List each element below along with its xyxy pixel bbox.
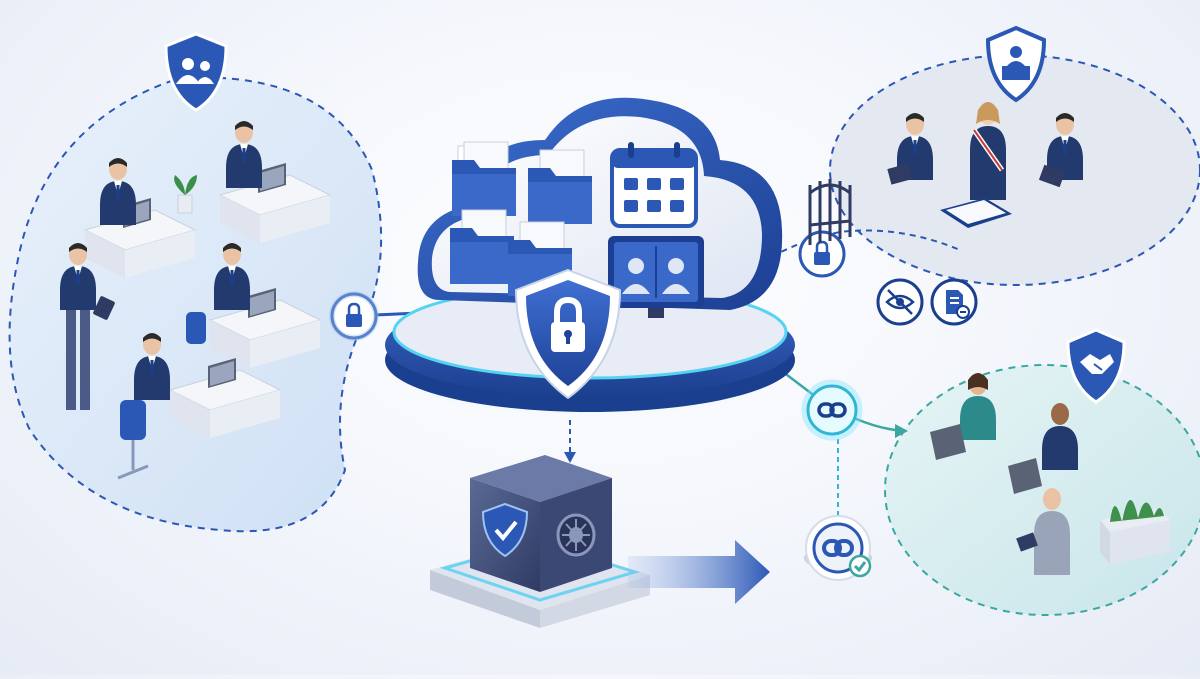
internal-staff-office bbox=[60, 121, 331, 480]
document-folders-icon bbox=[450, 141, 592, 296]
lock-icon bbox=[346, 302, 362, 327]
eye-off-icon[interactable] bbox=[876, 278, 924, 326]
link-check-icon bbox=[822, 539, 872, 578]
handshake-shield-icon bbox=[1066, 328, 1126, 404]
shield-lock-icon bbox=[514, 268, 622, 400]
plant-icon bbox=[174, 175, 197, 214]
secure-vault bbox=[430, 455, 650, 628]
link-node-partners[interactable] bbox=[801, 379, 863, 441]
vault-dial-icon bbox=[556, 513, 596, 557]
planter-icon bbox=[1100, 499, 1170, 564]
external-partners bbox=[930, 373, 1170, 575]
privacy-icons bbox=[876, 278, 978, 326]
lock-node-officials[interactable] bbox=[798, 230, 846, 278]
zone-partners bbox=[884, 364, 1200, 616]
shield-check-icon bbox=[481, 502, 529, 558]
video-meeting-icon bbox=[608, 236, 704, 318]
arrowhead-partners bbox=[895, 424, 908, 438]
gate-icon bbox=[808, 179, 852, 245]
lock-icon bbox=[814, 240, 830, 265]
lock-node-staff[interactable] bbox=[329, 291, 379, 341]
podium-shield-icon bbox=[985, 25, 1047, 103]
link-icon bbox=[817, 402, 847, 418]
document-redact-icon[interactable] bbox=[930, 278, 978, 326]
officials-council bbox=[887, 102, 1083, 228]
calendar-icon bbox=[610, 142, 698, 228]
arrow-right-icon bbox=[628, 540, 770, 604]
people-shield-icon bbox=[164, 32, 228, 112]
arrowhead-vault bbox=[564, 452, 576, 463]
verified-link[interactable] bbox=[804, 515, 872, 581]
